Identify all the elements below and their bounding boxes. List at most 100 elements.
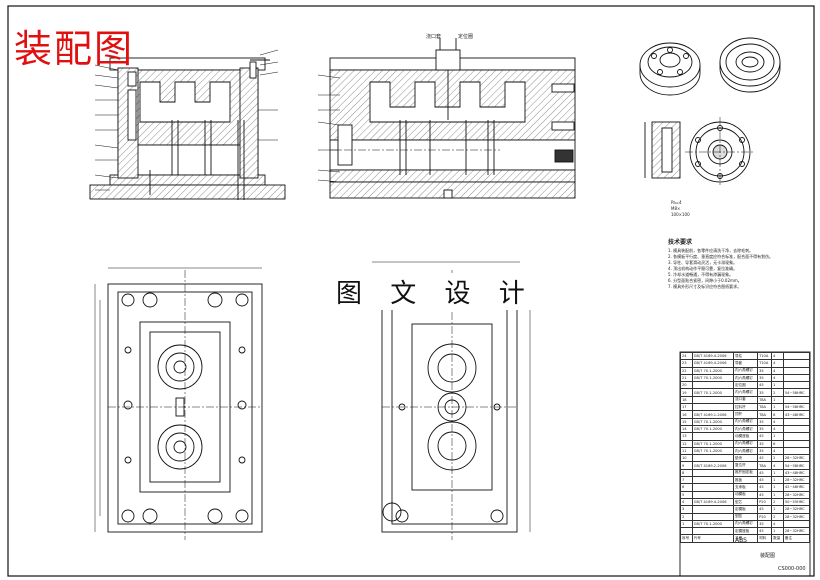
technical-requirements: 技术要求 1. 模具装配前，各零件应清洗干净，去除毛刺。 2. 各模板平行度、垂… (668, 240, 788, 290)
note-line: 5. 冷却水道畅通，不得有渗漏现象。 (668, 272, 734, 277)
bom-cell: 54~58HRC (782, 461, 811, 470)
bom-cell: 43~48HRC (782, 410, 811, 419)
bom-cell: P20 (757, 512, 773, 521)
bom-cell: 内六角螺钉 (732, 373, 759, 383)
bom-cell: T8A (757, 410, 773, 419)
bom-cell: 复位杆 (732, 461, 759, 470)
bom-cell: 4 (771, 359, 784, 368)
bom-cell: 定模板 (732, 505, 759, 514)
bom-cell: 35 (757, 439, 773, 448)
bom-cell (691, 527, 734, 536)
bom-cell: P20 (757, 497, 773, 507)
bom-cell (782, 519, 811, 529)
bom-cell: 13 (680, 432, 693, 441)
bom-cell: 推杆固定板 (732, 468, 759, 478)
bom-cell: 动模板 (732, 490, 759, 499)
bom-cell: 垫块 (732, 454, 759, 463)
bom-cell: 15 (680, 417, 693, 426)
bom-cell: 45 (757, 454, 773, 463)
bom-cell: T8A (757, 403, 773, 412)
bom-cell: 35 (757, 519, 773, 529)
bom-cell (782, 446, 811, 456)
bom-cell: 45 (757, 505, 773, 514)
bom-cell: 9 (680, 461, 693, 470)
bom-cell: 内六角螺钉 (732, 424, 759, 434)
bom-cell: GB/T 70.1-2000 (691, 373, 734, 383)
bom-cell: 拉料杆 (732, 403, 759, 412)
bom-cell: 4 (771, 417, 784, 426)
bom-cell: 42~48HRC (782, 483, 811, 492)
bom-cell: T8A (757, 395, 773, 405)
bom-cell: 35 (757, 446, 773, 456)
bom-cell (782, 366, 811, 375)
part-isometric-1 (639, 42, 701, 96)
bom-cell: 内六角螺钉 (732, 439, 759, 448)
bom-cell: 28~32HRC (782, 454, 811, 463)
bom-cell: 45 (757, 468, 773, 478)
bom-cell: 1 (771, 468, 784, 478)
bom-cell: 2 (771, 497, 784, 507)
bom-cell: GB/T 70.1-2000 (691, 388, 734, 397)
bom-header-cell: 材料 (757, 534, 773, 543)
bom-cell (782, 373, 811, 383)
bom-cell: 8 (680, 468, 693, 478)
annotation-2: M8× (671, 206, 681, 211)
bom-cell (691, 403, 734, 412)
bom-cell: 4 (771, 446, 784, 456)
bom-cell: 顶杆 (732, 410, 759, 419)
title-block-code: CS000-000 (778, 566, 806, 572)
bom-cell: 导柱 (732, 351, 759, 361)
bom-cell: 4 (771, 461, 784, 470)
bom-cell: 35 (757, 417, 773, 426)
bom-cell: 21 (680, 373, 693, 383)
bom-cell: GB/T 70.1-2000 (691, 519, 734, 529)
bom-cell: 4 (680, 497, 693, 507)
bom-cell: 45 (757, 381, 773, 390)
studio-watermark: 图 文 设 计 (330, 273, 541, 310)
bom-cell: 内六角螺钉 (732, 366, 759, 375)
bom-cell: 28~32HRC (782, 512, 811, 521)
bom-cell: 1 (771, 490, 784, 499)
bom-cell: 16 (680, 410, 693, 419)
bom-cell (691, 381, 734, 390)
bom-header-row: 序号代号名称材料数量备注 (680, 534, 811, 543)
part-annotations: Pa=4 M8× 100×100 (671, 200, 690, 218)
annotation-1: Pa=4 (671, 200, 682, 205)
bom-cell (691, 476, 734, 485)
bom-cell: T10A (757, 351, 773, 361)
bom-cell: 导套 (732, 359, 759, 368)
bom-cell: 1 (771, 381, 784, 390)
bom-cell: GB/T 4169.4-2006 (691, 359, 734, 368)
bom-cell: 45 (757, 476, 773, 485)
bom-header-cell: 备注 (782, 534, 811, 543)
bom-cell: GB/T 70.1-2000 (691, 424, 734, 434)
bom-cell: 1 (771, 483, 784, 492)
bom-cell: 4 (771, 519, 784, 529)
bom-cell: 6 (771, 439, 784, 448)
bom-cell: 1 (771, 395, 784, 405)
note-line: 6. 分型面贴合紧密，间隙小于0.02mm。 (668, 278, 742, 283)
bom-cell: 1 (771, 403, 784, 412)
bom-cell: 45 (757, 432, 773, 441)
label-sprue-bushing: 浇口套 (426, 33, 441, 40)
bom-cell (691, 512, 734, 521)
bom-cell (691, 483, 734, 492)
notes-heading: 技术要求 (668, 239, 693, 246)
bom-cell (680, 527, 693, 536)
bom-cell: T8A (757, 461, 773, 470)
bom-cell: 11 (680, 446, 693, 456)
